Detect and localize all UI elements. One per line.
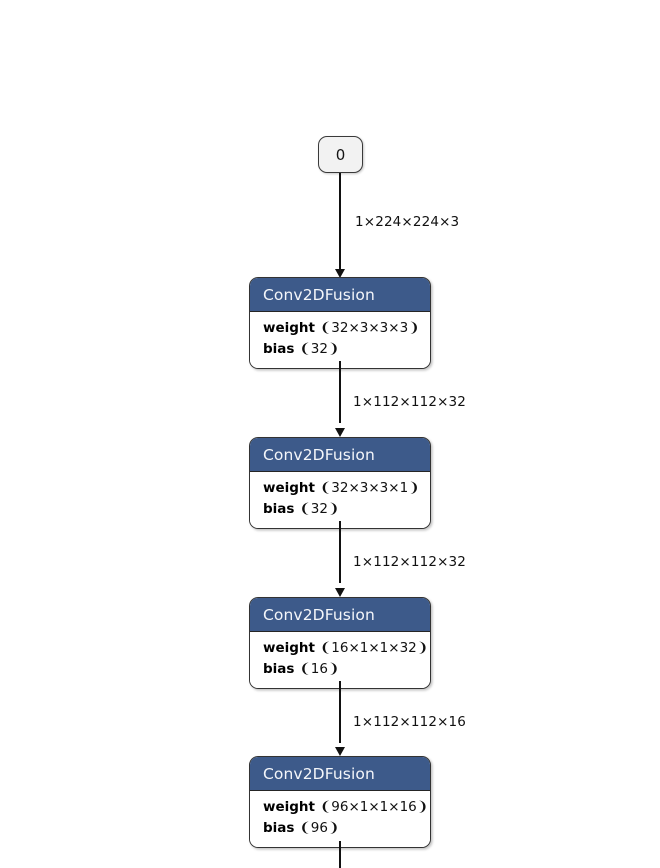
attr-shape-bias: ❨32❩ [299, 341, 340, 357]
attr-name-weight: weight [263, 320, 315, 336]
edge-label-conv1-to-conv2: 1×112×112×32 [353, 394, 467, 410]
node-conv2dfusion-2[interactable]: Conv2DFusion weight❨32×3×3×1❩ bias❨32❩ [249, 437, 431, 529]
node-conv2dfusion-1-title: Conv2DFusion [250, 278, 430, 312]
attr-name-weight: weight [263, 480, 315, 496]
node-conv2dfusion-1-attr-bias: bias❨32❩ [263, 339, 420, 360]
node-conv2dfusion-4[interactable]: Conv2DFusion weight❨96×1×1×16❩ bias❨96❩ [249, 756, 431, 848]
attr-name-bias: bias [263, 501, 295, 517]
attr-name-bias: bias [263, 341, 295, 357]
edge-line-conv4-to-offscreen [339, 841, 341, 868]
node-conv2dfusion-3-body: weight❨16×1×1×32❩ bias❨16❩ [250, 632, 430, 688]
attr-name-weight: weight [263, 799, 315, 815]
edge-line-conv1-to-conv2 [339, 361, 341, 423]
attr-shape-bias: ❨16❩ [299, 661, 340, 677]
node-conv2dfusion-1-body: weight❨32×3×3×3❩ bias❨32❩ [250, 312, 430, 368]
edge-line-input-to-conv1 [339, 173, 341, 273]
node-conv2dfusion-4-body: weight❨96×1×1×16❩ bias❨96❩ [250, 791, 430, 847]
attr-shape-weight: ❨32×3×3×1❩ [319, 480, 420, 496]
edge-arrow-input-to-conv1 [334, 269, 345, 278]
attr-shape-weight: ❨96×1×1×16❩ [319, 799, 429, 815]
node-conv2dfusion-4-attr-weight: weight❨96×1×1×16❩ [263, 797, 428, 818]
node-conv2dfusion-4-attr-bias: bias❨96❩ [263, 818, 420, 839]
edge-arrow-conv2-to-conv3 [334, 588, 345, 597]
attr-name-weight: weight [263, 640, 315, 656]
edge-line-conv2-to-conv3 [339, 521, 341, 583]
edge-line-conv3-to-conv4 [339, 681, 341, 743]
graph-input-node-0[interactable]: 0 [318, 136, 363, 173]
attr-shape-weight: ❨16×1×1×32❩ [319, 640, 429, 656]
graph-input-node-label: 0 [335, 145, 346, 164]
attr-name-bias: bias [263, 661, 295, 677]
node-conv2dfusion-1[interactable]: Conv2DFusion weight❨32×3×3×3❩ bias❨32❩ [249, 277, 431, 369]
edge-label-conv2-to-conv3: 1×112×112×32 [353, 554, 467, 570]
node-conv2dfusion-2-title: Conv2DFusion [250, 438, 430, 472]
edge-label-conv3-to-conv4: 1×112×112×16 [353, 714, 467, 730]
node-conv2dfusion-3-attr-weight: weight❨16×1×1×32❩ [263, 638, 428, 659]
node-conv2dfusion-2-attr-weight: weight❨32×3×3×1❩ [263, 478, 420, 499]
edge-arrow-conv1-to-conv2 [334, 428, 345, 437]
node-conv2dfusion-2-body: weight❨32×3×3×1❩ bias❨32❩ [250, 472, 430, 528]
attr-shape-bias: ❨96❩ [299, 820, 340, 836]
attr-shape-weight: ❨32×3×3×3❩ [319, 320, 420, 336]
node-conv2dfusion-2-attr-bias: bias❨32❩ [263, 499, 420, 520]
node-conv2dfusion-4-title: Conv2DFusion [250, 757, 430, 791]
attr-name-bias: bias [263, 820, 295, 836]
node-conv2dfusion-3[interactable]: Conv2DFusion weight❨16×1×1×32❩ bias❨16❩ [249, 597, 431, 689]
node-conv2dfusion-3-title: Conv2DFusion [250, 598, 430, 632]
node-conv2dfusion-1-attr-weight: weight❨32×3×3×3❩ [263, 318, 420, 339]
node-conv2dfusion-3-attr-bias: bias❨16❩ [263, 659, 420, 680]
edge-arrow-conv3-to-conv4 [334, 747, 345, 756]
attr-shape-bias: ❨32❩ [299, 501, 340, 517]
edge-label-input-to-conv1: 1×224×224×3 [355, 214, 460, 230]
